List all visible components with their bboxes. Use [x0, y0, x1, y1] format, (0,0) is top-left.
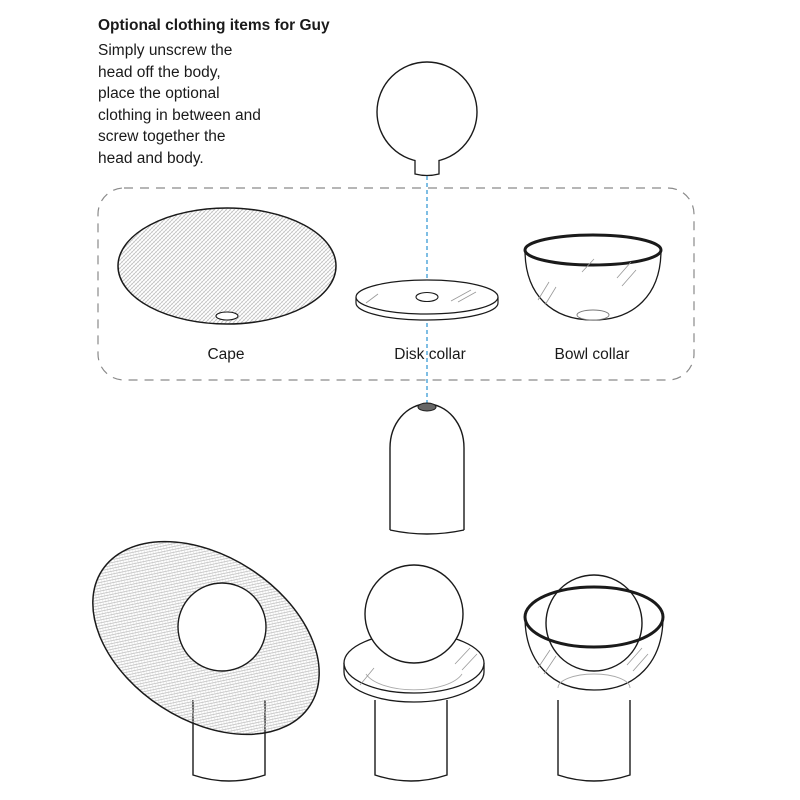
instruction-line: head off the body, — [98, 63, 221, 81]
instruction-line: head and body. — [98, 149, 204, 167]
disk-collar-illustration — [355, 279, 499, 321]
instruction-line: clothing in between and — [98, 106, 261, 124]
bowl-collar-label: Bowl collar — [554, 346, 630, 363]
cape-illustration — [117, 207, 337, 325]
bowl-collar-illustration — [523, 233, 663, 321]
cape-label: Cape — [207, 346, 245, 363]
disk-collar-label: Disk collar — [394, 346, 466, 363]
instruction-line: Simply unscrew the — [98, 42, 233, 59]
diagram-title: Optional clothing items for Guy — [98, 17, 330, 34]
assembly-instructions: Simply unscrew the head off the body, pl… — [98, 40, 358, 169]
assembled-with-cape — [92, 540, 320, 782]
assembled-with-disk-collar — [343, 564, 485, 782]
optional-items-frame — [97, 187, 695, 381]
body-part — [389, 402, 465, 535]
instruction-line: screw together the — [98, 128, 226, 145]
assembled-with-bowl-collar — [523, 574, 665, 782]
instruction-line: place the optional — [98, 85, 220, 102]
head-part — [376, 61, 478, 177]
